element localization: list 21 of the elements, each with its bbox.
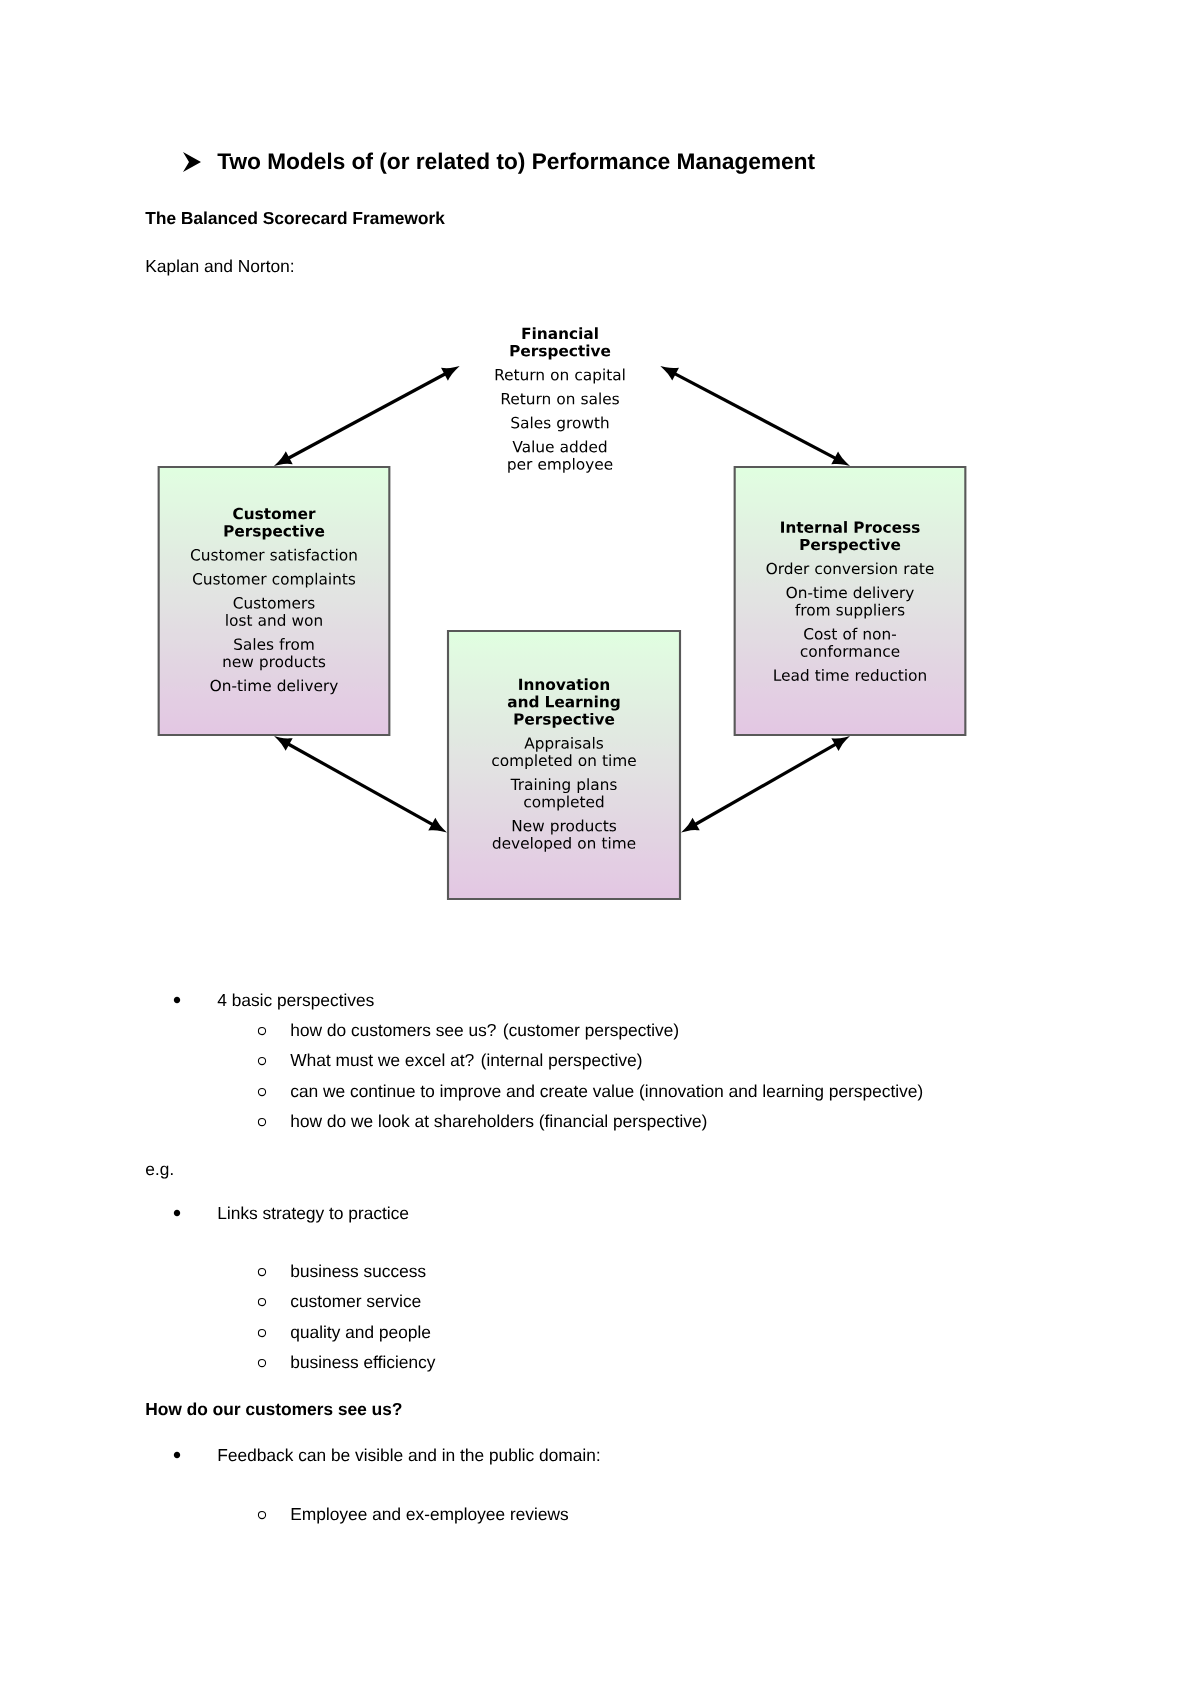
section-heading: How do our customers see us?: [146, 1402, 402, 1416]
list-item: how do we look at shareholders (financial perspective): [291, 1114, 707, 1131]
perspective-box: Innovation and Learning Perspective Appraisals completed on time Training plans completed New products developed on time: [446, 629, 682, 901]
list-item: customer service: [291, 1294, 421, 1308]
section-heading: The Balanced Scorecard Framework: [145, 211, 445, 225]
list-item: quality and people: [291, 1325, 431, 1342]
list-item: can we continue to improve and create value (innovation and learning perspective): [291, 1084, 923, 1101]
list-item: What must we excel at? (internal perspective): [290, 1053, 642, 1070]
list-item: Feedback can be visible and in the public domain:: [218, 1448, 600, 1465]
list-item: Links strategy to practice: [218, 1206, 409, 1223]
text-line: e.g.: [146, 1165, 173, 1179]
list-item: Employee and ex-employee reviews: [291, 1507, 569, 1524]
page-heading: Two Models of (or related to) Performance Management: [217, 152, 815, 174]
text-line: Kaplan and Norton:: [146, 259, 293, 276]
perspective-box: Internal Process Perspective Order conversion rate On-time delivery from suppliers Cost of non-conformance Lead time reduction: [733, 465, 967, 737]
list-item: business efficiency: [291, 1355, 436, 1372]
list-item: 4 basic perspectives: [217, 993, 374, 1010]
perspective-box: Customer Perspective Customer satisfaction Customer complaints Customers lost and won Sales from new products On-time delivery: [157, 465, 391, 737]
list-item: business success: [291, 1264, 426, 1278]
perspective-text: Financial Perspective Return on capital Return on sales Sales growth Value added per employee: [495, 327, 625, 473]
list-item: how do customers see us? (customer perspective): [291, 1023, 678, 1040]
